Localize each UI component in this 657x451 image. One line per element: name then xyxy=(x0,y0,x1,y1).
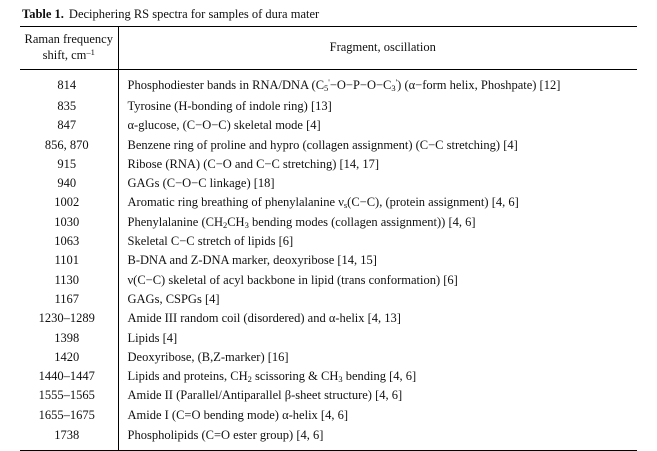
cell-fragment-oscillation: Amide I (C=O bending mode) α-helix [4, 6… xyxy=(127,407,349,422)
table-row: 1398 Lipids [4] xyxy=(20,328,637,348)
cell-fragment-oscillation: Amide II (Parallel/Antiparallel β-sheet … xyxy=(127,388,403,403)
table-row: 1440–1447 Lipids and proteins, CH2 scisso… xyxy=(20,367,637,387)
cell-fragment-oscillation: α-glucose, (C−O−C) skeletal mode [4] xyxy=(127,118,321,133)
table-row: 915 Ribose (RNA) (C−O and C−C stretching)… xyxy=(20,154,637,175)
cell-fragment-oscillation: ν(C−C) skeletal of acyl backbone in lipi… xyxy=(127,272,458,287)
cell-raman-shift: 1101 xyxy=(20,251,119,271)
cell-raman-shift: 835 xyxy=(20,97,119,117)
cell-fragment-oscillation: Tyrosine (H-bonding of indole ring) [13] xyxy=(127,99,332,113)
cell-fragment-oscillation: Phospholipids (C=O ester group) [4, 6] xyxy=(127,428,324,443)
cell-fragment-oscillation: Skeletal C−C stretch of lipids [6] xyxy=(127,234,294,249)
table-row: 1101 B-DNA and Z-DNA marker, deoxyribose … xyxy=(20,251,637,271)
table-header-row: Raman frequency shift, cm–1 Fragment, os… xyxy=(20,26,637,70)
table-caption-text: Deciphering RS spectra for samples of du… xyxy=(68,7,320,21)
cell-fragment-oscillation: Ribose (RNA) (C−O and C−C stretching) [1… xyxy=(127,156,380,171)
cell-fragment-oscillation: Deoxyribose, (B,Z-marker) [16] xyxy=(127,349,289,364)
cell-fragment-oscillation: GAGs, CSPGs [4] xyxy=(127,291,220,306)
table-row: 1655–1675 Amide I (C=O bending mode) α-he… xyxy=(20,405,637,426)
cell-fragment-oscillation: Aromatic ring breathing of phenylalanine… xyxy=(127,195,519,211)
table-row: 1420 Deoxyribose, (B,Z-marker) [16] xyxy=(20,347,637,368)
table-row: 835 Tyrosine (H-bonding of indole ring) [… xyxy=(20,97,637,117)
cell-raman-shift: 1440–1447 xyxy=(20,367,119,387)
table-body: 814 Phosphodiester bands in RNA/DNA (C5'−… xyxy=(20,69,637,451)
cell-raman-shift: 1420 xyxy=(20,347,119,368)
table-row: 940 GAGs (C−O−C linkage) [18] xyxy=(20,174,637,194)
cell-raman-shift: 1655–1675 xyxy=(20,405,119,426)
cell-fragment-oscillation: Benzene ring of proline and hypro (colla… xyxy=(127,137,518,152)
table-caption: Table 1. Deciphering RS spectra for sampl… xyxy=(22,7,637,22)
column-header-line1: Raman frequency xyxy=(24,32,113,46)
table-row: 1063 Skeletal C−C stretch of lipids [6] xyxy=(20,232,637,252)
cell-raman-shift: 814 xyxy=(20,69,119,97)
cell-fragment-oscillation: Amide III random coil (disordered) and α… xyxy=(127,311,401,326)
cell-fragment-oscillation: GAGs (C−O−C linkage) [18] xyxy=(127,176,275,191)
table-header: Raman frequency shift, cm–1 Fragment, os… xyxy=(20,26,637,70)
table-row: 856, 870 Benzene ring of proline and hypr… xyxy=(20,135,637,155)
cell-raman-shift: 1167 xyxy=(20,289,119,310)
column-header-fragment: Fragment, oscillation xyxy=(118,26,637,70)
cell-raman-shift: 1738 xyxy=(20,425,119,451)
cell-raman-shift: 1555–1565 xyxy=(20,386,119,406)
cell-raman-shift: 1002 xyxy=(20,193,119,213)
table-row: 814 Phosphodiester bands in RNA/DNA (C5'−… xyxy=(20,69,637,97)
cell-raman-shift: 1063 xyxy=(20,232,119,252)
table-row: 1738 Phospholipids (C=O ester group) [4, … xyxy=(20,425,637,451)
cell-fragment-oscillation: Lipids and proteins, CH2 scissoring & CH… xyxy=(127,369,417,385)
table-caption-label: Table 1. xyxy=(22,7,64,21)
table-row: 1002 Aromatic ring breathing of phenylala… xyxy=(20,193,637,213)
table-row: 1230–1289 Amide III random coil (disorder… xyxy=(20,309,637,329)
cell-raman-shift: 1030 xyxy=(20,212,119,233)
table-row: 1555–1565 Amide II (Parallel/Antiparallel… xyxy=(20,386,637,406)
cell-raman-shift: 847 xyxy=(20,116,119,136)
cell-fragment-oscillation: Phenylalanine (CH2CH3 bending modes (col… xyxy=(127,214,476,230)
raman-spectra-table: Raman frequency shift, cm–1 Fragment, os… xyxy=(20,26,637,451)
column-header-exponent: –1 xyxy=(86,46,95,57)
table-row: 1130 ν(C−C) skeletal of acyl backbone in … xyxy=(20,270,637,290)
cell-raman-shift: 1130 xyxy=(20,270,119,290)
table-row: 1167 GAGs, CSPGs [4] xyxy=(20,289,637,310)
cell-raman-shift: 1398 xyxy=(20,328,119,348)
cell-fragment-oscillation: Lipids [4] xyxy=(127,330,178,345)
table-row: 847 α-glucose, (C−O−C) skeletal mode [4] xyxy=(20,116,637,136)
cell-raman-shift: 856, 870 xyxy=(20,135,119,155)
table-row: 1030 Phenylalanine (CH2CH3 bending modes … xyxy=(20,212,637,233)
cell-raman-shift: 940 xyxy=(20,174,119,194)
cell-raman-shift: 1230–1289 xyxy=(20,309,119,329)
column-header-raman-shift: Raman frequency shift, cm–1 xyxy=(20,26,119,70)
column-header-line2: shift, cm xyxy=(42,47,87,62)
cell-fragment-oscillation: Phosphodiester bands in RNA/DNA (C5'−O−P… xyxy=(127,76,561,93)
cell-fragment-oscillation: B-DNA and Z-DNA marker, deoxyribose [14,… xyxy=(127,253,377,268)
cell-raman-shift: 915 xyxy=(20,154,119,175)
